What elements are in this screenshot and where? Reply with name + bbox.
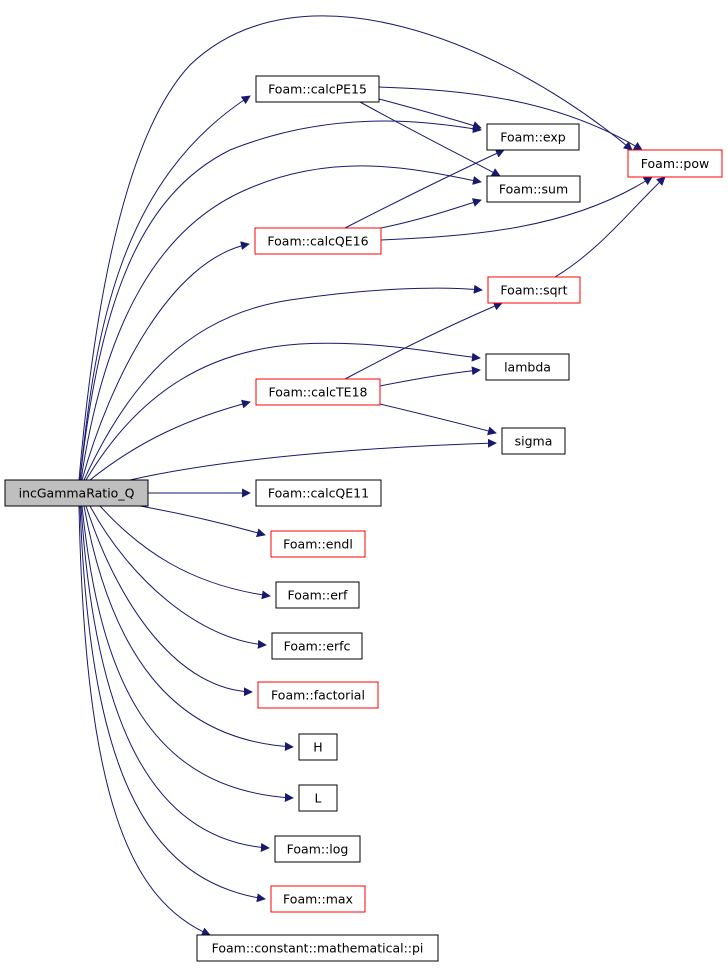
edge-root-to-sqrt [83, 284, 483, 481]
node-box-lambda [485, 353, 570, 381]
node-l[interactable]: L [298, 784, 338, 812]
edge-root-to-factorial [85, 505, 253, 697]
node-sqrt[interactable]: Foam::sqrt [487, 276, 581, 304]
edge-root-to-pi [78, 505, 211, 936]
node-label-factorial: Foam::factorial [271, 688, 365, 703]
edge-root-to-calcqe16 [81, 241, 250, 481]
edge-calcpe15-to-pow [378, 86, 643, 151]
node-box-sqrt [487, 276, 581, 304]
edge-root-to-log [80, 505, 270, 852]
node-box-erf [275, 581, 360, 609]
edge-root-to-sigma [129, 438, 497, 481]
node-label-calcqe11: Foam::calcQE11 [268, 486, 369, 501]
node-calcqe16[interactable]: Foam::calcQE16 [254, 227, 382, 255]
node-box-calcte18 [255, 378, 381, 406]
node-box-root [4, 479, 149, 507]
node-label-root: incGammaRatio_Q [19, 486, 135, 501]
node-h[interactable]: H [298, 733, 338, 761]
node-label-l: L [315, 791, 322, 806]
node-label-h: H [313, 740, 322, 755]
node-label-max: Foam::max [283, 892, 353, 907]
node-label-calcte18: Foam::calcTE18 [269, 385, 368, 400]
node-label-erf: Foam::erf [288, 588, 348, 603]
node-max[interactable]: Foam::max [270, 885, 366, 913]
edge-calcte18-to-sqrt [344, 302, 503, 380]
edge-calcte18-to-sigma [379, 403, 497, 436]
node-layer: incGammaRatio_Q Foam::calcPE15Foam::expFo… [4, 75, 723, 962]
node-box-pi [196, 934, 439, 962]
node-lambda[interactable]: lambda [485, 353, 570, 381]
node-exp[interactable]: Foam::exp [486, 123, 580, 151]
edge-root-to-h [83, 505, 294, 752]
node-box-endl [270, 530, 366, 558]
edge-layer [78, 15, 666, 936]
node-label-endl: Foam::endl [283, 537, 353, 552]
node-factorial[interactable]: Foam::factorial [257, 681, 379, 709]
edge-root-to-l [81, 505, 294, 803]
node-pow[interactable]: Foam::pow [627, 149, 723, 178]
node-box-erfc [271, 632, 363, 660]
edge-calcqe16-to-pow [380, 176, 653, 241]
node-label-log: Foam::log [287, 842, 349, 857]
node-box-max [270, 885, 366, 913]
node-calcpe15[interactable]: Foam::calcPE15 [255, 75, 380, 103]
node-box-sigma [501, 427, 566, 455]
node-endl[interactable]: Foam::endl [270, 530, 366, 558]
edge-calcqe16-to-sum [380, 198, 482, 229]
node-label-calcpe15: Foam::calcPE15 [268, 82, 367, 97]
node-label-sigma: sigma [515, 434, 553, 449]
node-box-calcpe15 [255, 75, 380, 103]
node-calcqe11[interactable]: Foam::calcQE11 [255, 479, 382, 507]
edge-calcpe15-to-sum [359, 101, 501, 177]
edge-root-to-sum [80, 165, 482, 481]
node-box-log [274, 835, 361, 863]
edge-root-to-calcpe15 [79, 95, 251, 481]
node-box-l [298, 784, 338, 812]
node-label-exp: Foam::exp [500, 130, 566, 145]
node-label-pow: Foam::pow [641, 156, 709, 171]
node-box-h [298, 733, 338, 761]
node-box-exp [486, 123, 580, 151]
edge-sqrt-to-pow [554, 176, 666, 278]
edge-root-to-exp [79, 120, 482, 481]
node-box-factorial [257, 681, 379, 709]
node-label-erfc: Foam::erfc [284, 639, 351, 654]
edge-root-to-erf [99, 505, 271, 600]
node-sigma[interactable]: sigma [501, 427, 566, 455]
node-box-calcqe16 [254, 227, 382, 255]
edge-root-to-pow [78, 15, 633, 481]
edge-root-to-calcte18 [89, 399, 251, 481]
node-label-calcqe16: Foam::calcQE16 [267, 234, 368, 249]
edge-calcte18-to-lambda [379, 366, 481, 387]
node-label-sum: Foam::sum [499, 182, 568, 197]
edge-root-to-max [79, 505, 266, 903]
node-erfc[interactable]: Foam::erfc [271, 632, 363, 660]
edge-calcqe16-to-exp [344, 149, 505, 229]
node-root: incGammaRatio_Q [4, 479, 149, 507]
edge-root-to-endl [139, 505, 266, 538]
node-label-lambda: lambda [504, 360, 551, 375]
node-box-sum [486, 175, 581, 203]
node-erf[interactable]: Foam::erf [275, 581, 360, 609]
node-sum[interactable]: Foam::sum [486, 175, 581, 203]
node-box-pow [627, 149, 723, 178]
node-calcte18[interactable]: Foam::calcTE18 [255, 378, 381, 406]
node-label-sqrt: Foam::sqrt [500, 283, 567, 298]
node-label-pi: Foam::constant::mathematical::pi [212, 941, 424, 956]
node-box-calcqe11 [255, 479, 382, 507]
node-log[interactable]: Foam::log [274, 835, 361, 863]
node-pi[interactable]: Foam::constant::mathematical::pi [196, 934, 439, 962]
edge-root-to-lambda [85, 342, 481, 481]
edge-root-to-erfc [89, 505, 267, 649]
edge-calcpe15-to-exp [378, 98, 482, 130]
